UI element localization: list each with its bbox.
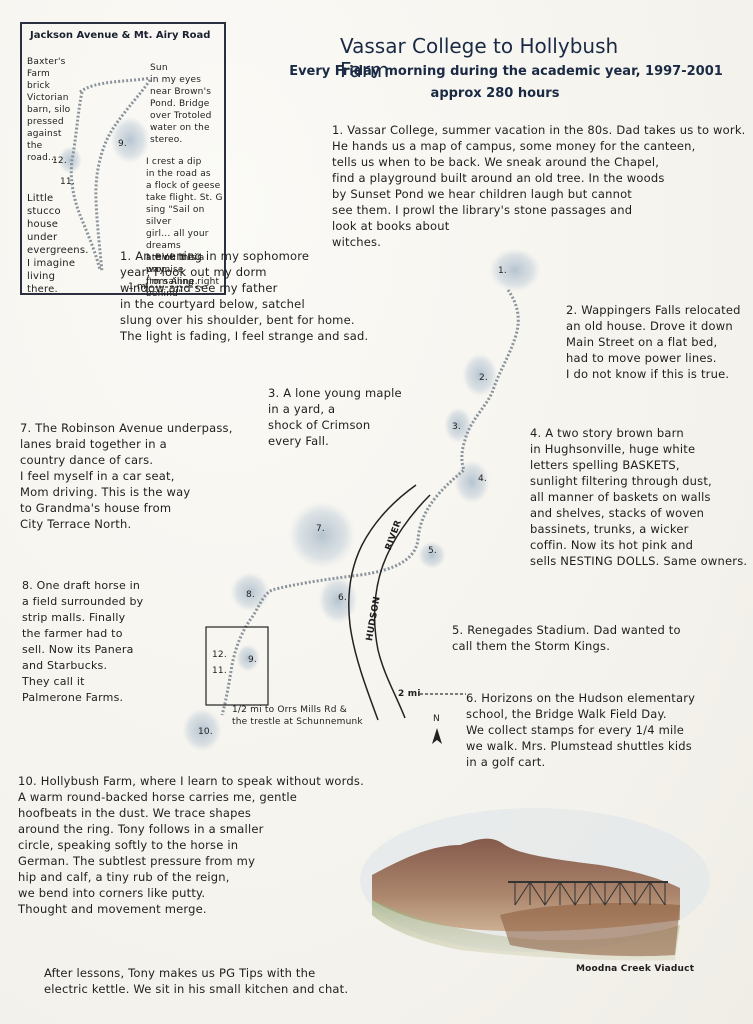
wash-2 xyxy=(462,353,498,397)
inset-note-stucco-house: Little stucco house under evergreens. I … xyxy=(27,193,89,295)
hudson-river-east-bank xyxy=(373,494,431,719)
entry-1-vassar-summer: 1. Vassar College, summer vacation in th… xyxy=(332,123,746,249)
entry-10-after-lessons: After lessons, Tony makes us PG Tips wit… xyxy=(44,966,349,996)
map-marker-2: 2. xyxy=(479,373,488,383)
inset-heading: Jackson Avenue & Mt. Airy Road xyxy=(30,30,211,41)
map-marker-6: 6. xyxy=(338,593,347,603)
map-scale-label: 2 mi xyxy=(398,689,421,699)
viaduct-sketch xyxy=(360,808,710,961)
entry-10-hollybush: 10. Hollybush Farm, where I learn to spe… xyxy=(18,774,364,916)
wash-3 xyxy=(444,407,472,443)
map-marker-9: 9. xyxy=(248,655,257,665)
hudson-river-west-bank xyxy=(348,484,417,721)
inset-note-browns-pond: Sun in my eyes near Brown's Pond. Bridge… xyxy=(150,63,212,145)
entry-5-renegades: 5. Renegades Stadium. Dad wanted to call… xyxy=(452,623,681,653)
inset-map-frame xyxy=(20,22,226,295)
entry-6-horizons: 6. Horizons on the Hudson elementary sch… xyxy=(466,691,696,769)
map-marker-10: 10. xyxy=(198,727,213,737)
detour-note: 1/2 mi to Orrs Mills Rd & the trestle at… xyxy=(232,705,363,727)
wash-10 xyxy=(182,708,222,752)
north-label: N xyxy=(433,714,440,724)
map-marker-1: 1. xyxy=(498,266,507,276)
route-main xyxy=(220,289,520,716)
map-marker-3: 3. xyxy=(452,422,461,432)
entry-4-barn: 4. A two story brown barn in Hughsonvill… xyxy=(530,426,748,568)
entry-7-robinson-avenue: 7. The Robinson Avenue underpass, lanes … xyxy=(20,421,233,531)
inset-note-geese: I crest a dip in the road as a flock of … xyxy=(146,157,223,299)
map-marker-5: 5. xyxy=(428,546,437,556)
inset-note-baxters-farm: Baxter's Farm brick Victorian barn, silo… xyxy=(27,57,71,163)
duration-label: approx 280 hours xyxy=(430,86,560,101)
page-subtitle: Every Friday morning during the academic… xyxy=(289,64,723,79)
inset-marker-9: 9. xyxy=(118,139,127,149)
inset-scale-label: 1 mi xyxy=(128,282,149,292)
inset-locator-box xyxy=(205,626,269,706)
wash-1 xyxy=(489,248,541,292)
entry-3-maple: 3. A lone young maple in a yard, a shock… xyxy=(268,386,402,448)
inset-wash-12 xyxy=(58,146,82,174)
inset-marker-12: 12. xyxy=(52,156,67,166)
wash-9 xyxy=(236,644,260,672)
map-marker-4: 4. xyxy=(478,474,487,484)
entry-2-wappingers-falls: 2. Wappingers Falls relocated an old hou… xyxy=(566,303,741,381)
map-marker-8: 8. xyxy=(246,590,255,600)
entry-1-sophomore-evening: 1. An evening in my sophomore year, I lo… xyxy=(120,249,369,343)
inset-marker-11: 11. xyxy=(60,177,75,187)
page-title: Vassar College to Hollybush Farm xyxy=(340,34,619,82)
sketch-caption: Moodna Creek Viaduct xyxy=(576,964,695,974)
inset-note-promise: I think it is a promise from Anne. xyxy=(146,253,205,287)
wash-7 xyxy=(288,501,356,569)
wash-6 xyxy=(318,576,358,624)
north-arrow-icon xyxy=(432,728,442,744)
entry-8-draft-horse: 8. One draft horse in a field surrounded… xyxy=(22,579,144,704)
map-marker-11: 11. xyxy=(212,666,227,676)
inset-route xyxy=(69,76,151,271)
map-marker-12: 12. xyxy=(212,650,227,660)
map-marker-7: 7. xyxy=(316,524,325,534)
wash-5 xyxy=(418,541,446,569)
inset-wash-9 xyxy=(110,116,150,164)
